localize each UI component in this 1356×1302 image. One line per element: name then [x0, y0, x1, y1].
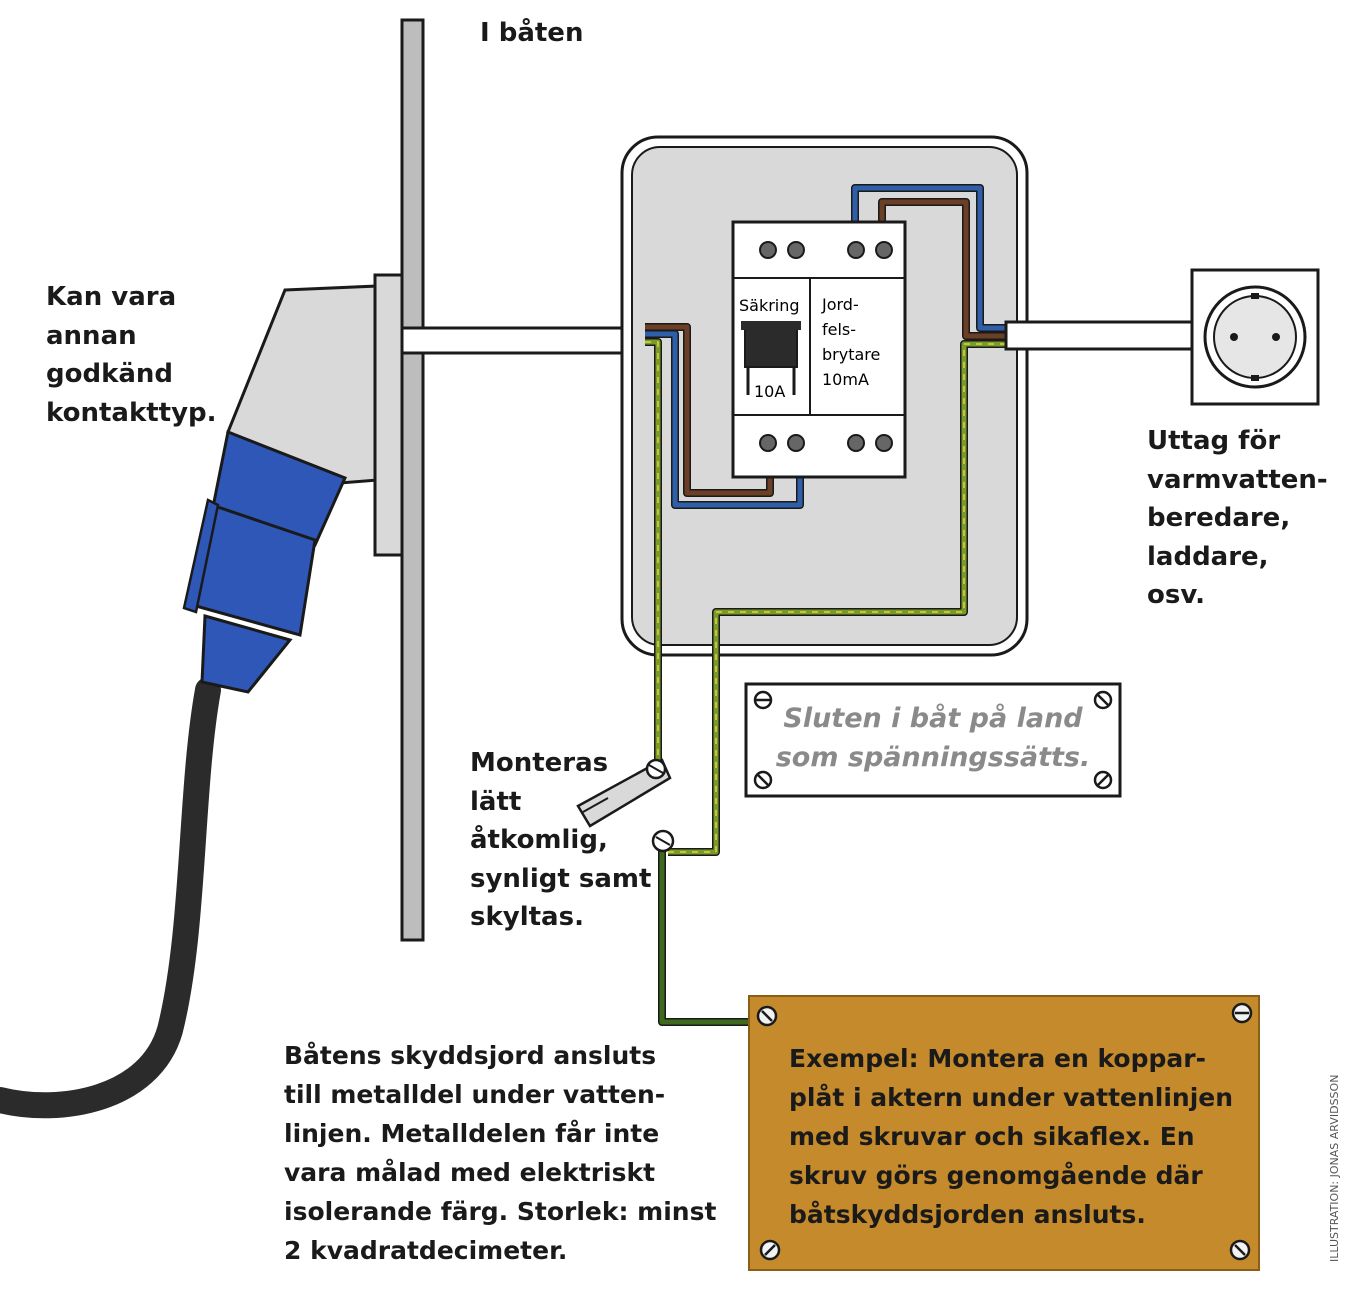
in-boat-label: I båten	[480, 18, 584, 48]
wall-socket-icon	[1190, 268, 1320, 406]
phase-neutral-wires	[645, 184, 1006, 509]
mount-note-line: synligt samt	[470, 863, 652, 894]
warning-sign: Sluten i båt på land som spänningssätts.	[744, 682, 1122, 798]
sign-text-line-1: Sluten i båt på land	[783, 703, 1083, 734]
plug-note-line: annan	[46, 320, 137, 351]
outlet-note-line: laddare,	[1147, 541, 1269, 572]
ground-note-line: vara målad med elektriskt	[284, 1158, 656, 1187]
plug-note-line: Kan vara	[46, 282, 177, 312]
rcd-label-line-2: fels-	[822, 320, 856, 339]
fuse-icon	[741, 321, 801, 395]
rcd-label-line-4: 10mA	[822, 370, 869, 389]
plug-note-line: godkänd	[46, 359, 174, 389]
sign-text-line-2: som spänningssätts.	[776, 742, 1091, 773]
mount-note-line: lätt	[470, 786, 522, 817]
ground-note-line: till metalldel under vatten-	[284, 1080, 666, 1109]
terminal-screws-bottom	[759, 434, 893, 452]
copper-plate: Exempel: Montera en koppar- plåt i akter…	[748, 995, 1260, 1271]
fuse-rating: 10A	[754, 382, 785, 401]
outlet-note-line: Uttag för	[1147, 426, 1281, 456]
outlet-cable	[1004, 320, 1194, 351]
boat-bulkhead	[373, 18, 425, 942]
terminal-screws-top	[759, 241, 893, 259]
ground-note: Båtens skyddsjord ansluts till metalldel…	[284, 1036, 716, 1270]
plug-note-line: kontakttyp.	[46, 397, 217, 428]
plate-text-line-4: skruv görs genomgående där	[789, 1161, 1203, 1190]
plate-text-line-5: båtskyddsjorden ansluts.	[789, 1200, 1146, 1229]
mount-note-line: åtkomlig,	[470, 825, 608, 855]
mount-note: Monteras lätt åtkomlig, synligt samt sky…	[470, 744, 651, 937]
ground-note-line: Båtens skyddsjord ansluts	[284, 1041, 657, 1070]
mount-note-line: skyltas.	[470, 902, 584, 932]
plate-text-line-3: med skruvar och sikaflex. En	[789, 1122, 1195, 1151]
outlet-note-line: osv.	[1147, 580, 1206, 610]
breaker-module: Säkring 10A Jord- fels- brytare 10mA	[731, 220, 907, 479]
illustration-credit: ILLUSTRATION: JONAS ARVIDSSON	[1328, 1074, 1341, 1262]
shore-power-cable	[0, 677, 221, 1119]
outlet-note: Uttag för varmvatten- beredare, laddare,…	[1147, 422, 1328, 615]
outlet-note-line: varmvatten-	[1147, 464, 1328, 495]
ground-note-line: 2 kvadratdecimeter.	[284, 1236, 568, 1265]
earth-wires	[645, 338, 1006, 1026]
plate-text-line-2: plåt i aktern under vattenlinjen	[789, 1083, 1233, 1112]
outlet-note-line: beredare,	[1147, 503, 1291, 533]
inlet-cable	[400, 326, 647, 355]
ground-note-line: linjen. Metalldelen får inte	[284, 1119, 660, 1148]
rcd-label-line-1: Jord-	[821, 295, 859, 314]
fuse-label: Säkring	[739, 296, 800, 315]
earth-disconnect-link	[576, 758, 675, 853]
cee-plug	[182, 284, 380, 694]
plug-note: Kan vara annan godkänd kontakttyp.	[46, 278, 217, 432]
rcd-label-line-3: brytare	[822, 345, 880, 364]
ground-note-line: isolerande färg. Storlek: minst	[284, 1197, 717, 1226]
plate-text-line-1: Exempel: Montera en koppar-	[789, 1044, 1206, 1073]
mount-note-line: Monteras	[470, 748, 609, 778]
